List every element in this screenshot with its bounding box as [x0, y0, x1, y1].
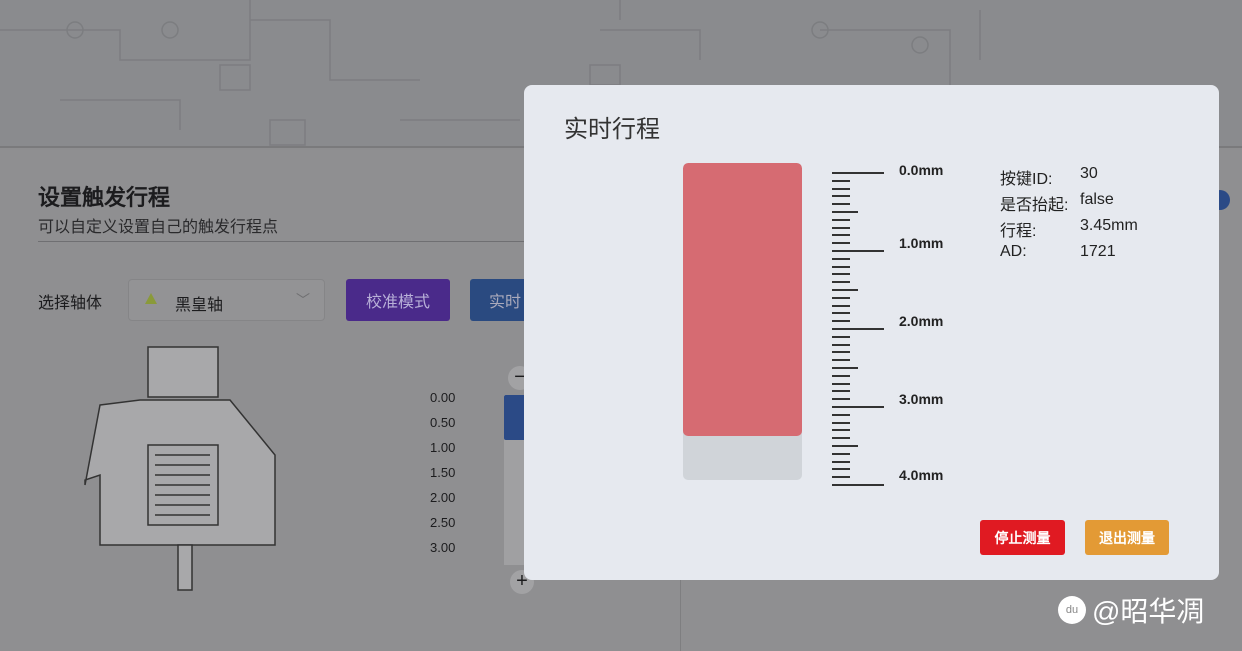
ruler-tick: [832, 218, 850, 221]
ruler-tick: [832, 242, 850, 245]
ruler-label: 2.0mm: [899, 313, 944, 329]
ruler-label: 3.0mm: [899, 391, 944, 407]
travel-fill: [683, 163, 802, 437]
ruler-tick: [832, 382, 850, 385]
ruler-tick: [832, 484, 884, 486]
scale-label: 2.00: [430, 490, 456, 505]
info-key: 行程:: [1000, 223, 1037, 240]
section-title: 设置触发行程: [38, 185, 171, 210]
watermark-text: @昭华凋: [1092, 596, 1205, 627]
info-key: 是否抬起:: [1000, 197, 1069, 214]
stop-measure-button[interactable]: 停止测量: [980, 520, 1065, 555]
ruler-tick: [832, 351, 850, 354]
ruler-tick: [832, 445, 858, 447]
ruler-tick: [832, 374, 850, 377]
paw-logo-icon: du: [1058, 596, 1086, 624]
ruler-tick: [832, 187, 850, 190]
ruler-tick: [832, 289, 858, 291]
info-value: false: [1080, 191, 1114, 208]
scale-label: 1.00: [430, 440, 456, 455]
info-value: 1721: [1080, 243, 1116, 260]
ruler-tick: [832, 320, 850, 323]
travel-ruler: 0.0mm 1.0mm 2.0mm 3.0mm 4.0mm: [829, 160, 969, 490]
info-key: 按键ID:: [1000, 171, 1053, 188]
ruler-tick: [832, 234, 850, 237]
ruler-label: 0.0mm: [899, 162, 944, 178]
ruler-tick: [832, 257, 850, 260]
ruler-tick: [832, 476, 850, 479]
ruler-label: 1.0mm: [899, 235, 944, 251]
slider-fill: [504, 395, 526, 440]
ruler-tick: [832, 367, 858, 369]
scale-label: 0.00: [430, 390, 456, 405]
calibrate-button[interactable]: 校准模式: [346, 279, 450, 321]
ruler-tick: [832, 437, 850, 440]
ruler-tick: [832, 359, 850, 362]
ruler-tick: [832, 390, 850, 393]
dialog-title: 实时行程: [564, 116, 660, 143]
ruler-tick: [832, 281, 850, 284]
ruler-tick: [832, 226, 850, 229]
travel-bar: [683, 163, 802, 480]
circuit-pattern-icon: [0, 0, 981, 146]
info-value: 30: [1080, 165, 1098, 182]
ruler-tick: [832, 172, 884, 174]
exit-measure-button[interactable]: 退出测量: [1085, 520, 1169, 555]
switch-select-value: 黑皇轴: [175, 297, 224, 314]
ruler-tick: [832, 312, 850, 315]
scale-label: 3.00: [430, 540, 456, 555]
ruler-tick: [832, 468, 850, 471]
ruler-tick: [832, 421, 850, 424]
switch-select[interactable]: 黑皇轴 ﹀: [128, 279, 325, 321]
switch-label: 选择轴体: [38, 295, 103, 312]
ruler-tick: [832, 413, 850, 416]
ruler-tick: [832, 328, 884, 330]
ruler-tick: [832, 211, 858, 213]
ruler-tick: [832, 460, 850, 463]
info-value: 3.45mm: [1080, 217, 1138, 234]
ruler-tick: [832, 335, 850, 338]
ruler-tick: [832, 343, 850, 346]
ruler-tick: [832, 304, 850, 307]
switch-color-icon: [145, 293, 157, 304]
scale-label: 0.50: [430, 415, 456, 430]
ruler-label: 4.0mm: [899, 467, 944, 483]
scale-label: 1.50: [430, 465, 456, 480]
ruler-tick: [832, 273, 850, 276]
section-subtitle: 可以自定义设置自己的触发行程点: [38, 213, 538, 242]
ruler-tick: [832, 296, 850, 299]
ruler-tick: [832, 406, 884, 408]
trigger-slider[interactable]: [504, 395, 526, 565]
watermark: du@昭华凋: [1058, 590, 1204, 630]
ruler-tick: [832, 429, 850, 432]
ruler-tick: [832, 250, 884, 252]
ruler-tick: [832, 398, 850, 401]
scale-label: 2.50: [430, 515, 456, 530]
chevron-down-icon: ﹀: [296, 292, 310, 308]
ruler-tick: [832, 203, 850, 206]
switch-diagram-icon: [84, 346, 276, 591]
info-key: AD:: [1000, 243, 1027, 260]
divider: [680, 560, 681, 651]
ruler-tick: [832, 179, 850, 182]
key-info: 按键ID: 30 是否抬起: false 行程: 3.45mm AD: 1721: [1000, 165, 1180, 269]
ruler-tick: [832, 195, 850, 198]
ruler-tick: [832, 265, 850, 268]
ruler-tick: [832, 452, 850, 455]
realtime-travel-dialog: 实时行程 0.0mm 1.0mm 2.0mm 3.0mm 4.0mm 按键ID:…: [524, 85, 1219, 580]
